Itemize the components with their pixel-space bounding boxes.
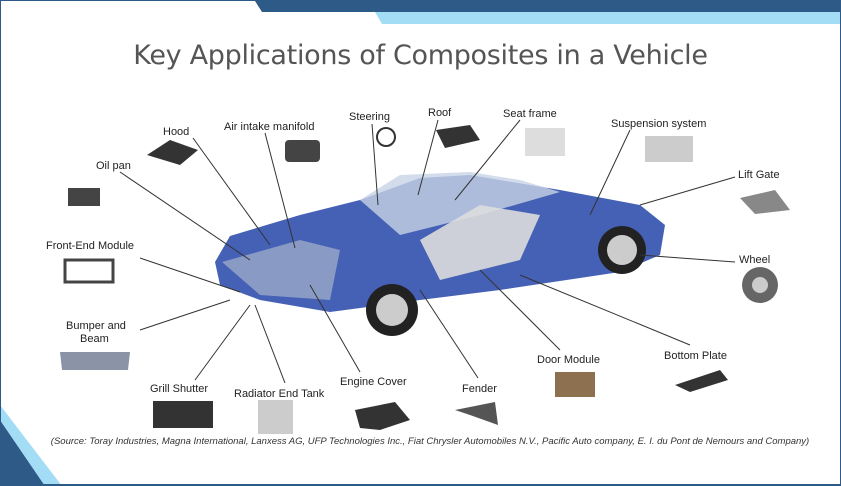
- label-radiator-end-tank: Radiator End Tank: [234, 388, 325, 400]
- source-note: (Source: Toray Industries, Magna Interna…: [50, 436, 810, 447]
- label-lift-gate: Lift Gate: [738, 169, 780, 181]
- slide-title: Key Applications of Composites in a Vehi…: [133, 40, 708, 71]
- label-bumper-line2: Beam: [80, 333, 109, 345]
- label-oil-pan: Oil pan: [96, 160, 131, 172]
- header-band-light: [375, 12, 841, 24]
- label-engine-cover: Engine Cover: [340, 376, 407, 388]
- label-door-module: Door Module: [537, 354, 600, 366]
- leader-lines: [119, 119, 736, 384]
- label-fender: Fender: [462, 383, 497, 395]
- label-wheel: Wheel: [739, 254, 771, 266]
- label-bottom-plate: Bottom Plate: [664, 350, 727, 362]
- label-hood: Hood: [163, 126, 190, 138]
- label-bumper-line1: Bumper and: [66, 320, 126, 332]
- label-front-end-module: Front-End Module: [46, 240, 135, 252]
- label-suspension-system: Suspension system: [611, 118, 707, 130]
- part-thumbnails: [60, 125, 790, 434]
- label-seat-frame: Seat frame: [503, 108, 557, 120]
- label-grill-shutter: Grill Shutter: [150, 383, 209, 395]
- label-air-intake-manifold: Air intake manifold: [224, 121, 315, 133]
- label-roof: Roof: [428, 107, 452, 119]
- header-band-dark: [255, 1, 841, 12]
- label-steering: Steering: [349, 111, 390, 123]
- corner-light: [0, 405, 62, 486]
